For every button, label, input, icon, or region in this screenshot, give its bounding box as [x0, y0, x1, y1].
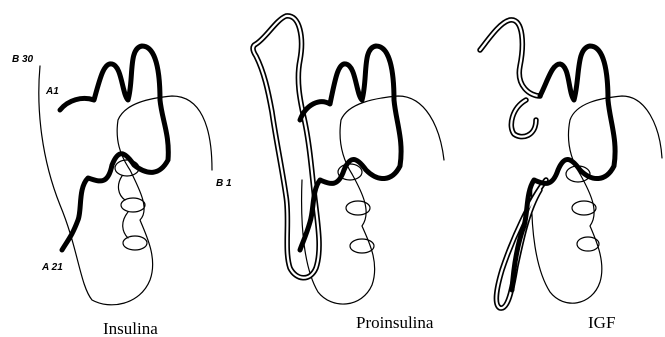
insulin-helix-link [118, 176, 128, 238]
igf-helix-loop [577, 237, 599, 251]
proinsulin-structure: Proinsulina [253, 16, 444, 332]
label-a1: A1 [45, 86, 59, 97]
insulin-structure: B 30 A1 B 1 A 21 Insulina [12, 46, 232, 337]
igf-helix-loop [572, 201, 596, 215]
label-b30: B 30 [12, 54, 34, 65]
label-b1: B 1 [216, 178, 232, 189]
igf-structure: IGF [480, 20, 662, 332]
insulin-a-chain [60, 46, 168, 250]
insulin-helix-loop [123, 236, 147, 250]
proinsulin-b-chain [302, 96, 444, 304]
caption-proinsulina: Proinsulina [356, 313, 434, 332]
igf-b-chain [532, 96, 662, 303]
label-a21: A 21 [41, 262, 63, 273]
insulin-b-chain [39, 66, 212, 305]
caption-insulina: Insulina [103, 319, 158, 337]
caption-igf: IGF [588, 313, 615, 332]
